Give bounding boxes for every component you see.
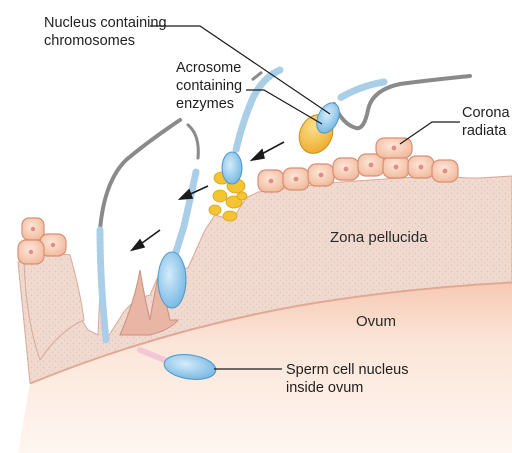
nucleus-icon — [163, 354, 217, 380]
leader-lines — [150, 25, 460, 370]
corona-radiata — [17, 137, 459, 265]
sperm-nucleus-in-ovum — [137, 347, 217, 380]
zona-fringe — [119, 267, 180, 336]
movement-arrows — [129, 141, 285, 252]
acrosome-label-1: Acrosome — [176, 60, 241, 76]
enzyme-icon — [208, 171, 248, 222]
sperm-binding — [157, 123, 200, 309]
sperm-nucleus-label-2: inside ovum — [286, 380, 363, 396]
nucleus-icon — [316, 102, 340, 134]
nucleus-label-1: Nucleus containing — [44, 15, 167, 31]
acrosome-label-2: containing — [176, 78, 242, 94]
ovum-label: Ovum — [356, 313, 396, 330]
acrosome-label-3: enzymes — [176, 96, 234, 112]
corona-label-2: radiata — [462, 123, 507, 139]
corona-label-1: Corona — [462, 105, 510, 121]
sperm-releasing — [221, 66, 284, 185]
nucleus-icon — [221, 151, 243, 185]
nucleus-icon — [157, 251, 187, 309]
sperm-approaching — [298, 74, 472, 154]
nucleus-label-2: chromosomes — [44, 33, 135, 49]
sperm-penetrating — [96, 118, 182, 344]
zona-label: Zona pellucida — [330, 229, 428, 246]
sperm-nucleus-label-1: Sperm cell nucleus — [286, 362, 409, 378]
ovum-body — [18, 282, 512, 453]
